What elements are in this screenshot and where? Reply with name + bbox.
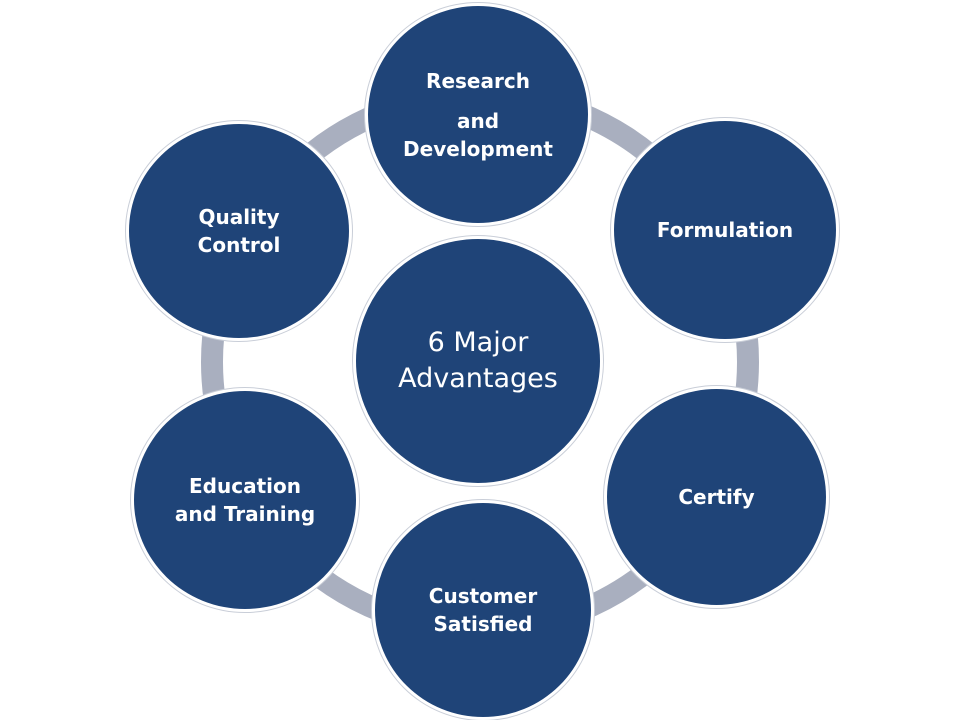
node-label-line: Quality bbox=[198, 205, 280, 229]
center-label-line: 6 Major bbox=[427, 327, 529, 358]
node-label-line: Formulation bbox=[656, 218, 794, 242]
node-label-line: Customer bbox=[428, 584, 538, 608]
node-label-line: Control bbox=[197, 233, 281, 257]
node-label-line: Satisfied bbox=[433, 612, 533, 636]
node-label-line: Research bbox=[426, 68, 530, 93]
node-label-line: Education bbox=[189, 474, 301, 498]
node-quality-control: Quality Control bbox=[126, 121, 352, 341]
node-label-line: Certify bbox=[678, 485, 755, 509]
node-formulation: Formulation bbox=[611, 118, 839, 342]
node-label-line: and Training bbox=[174, 502, 316, 526]
node-education-and-training: Education and Training bbox=[131, 388, 359, 612]
center-node: 6 Major Advantages bbox=[353, 236, 603, 486]
node-customer-satisfied: Customer Satisfied bbox=[372, 500, 594, 720]
node-label-line: Development bbox=[403, 136, 553, 161]
node-label-line: and bbox=[456, 108, 500, 133]
node-research-and-development: Research and Development bbox=[365, 3, 591, 226]
node-certify: Certify bbox=[604, 386, 829, 608]
center-label-line: Advantages bbox=[398, 363, 558, 394]
